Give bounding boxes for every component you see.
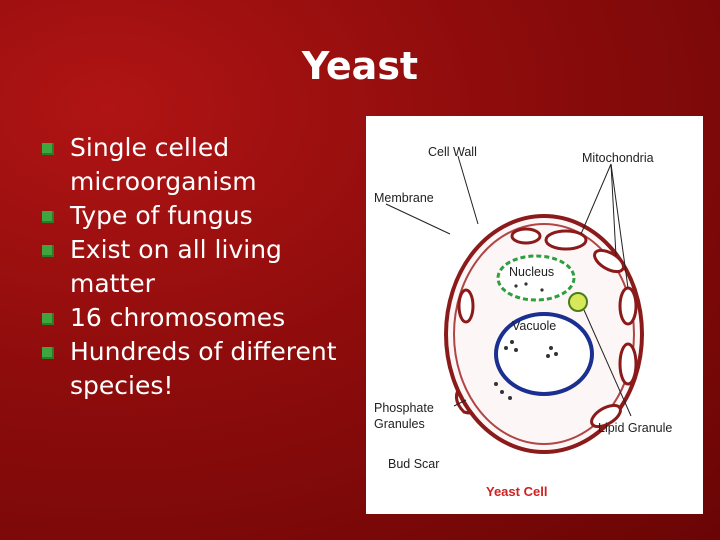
mitochondrion-shape xyxy=(618,286,638,326)
slide-title: Yeast xyxy=(301,44,419,88)
yeast-cell-illustration: Cell Wall Mitochondria Membrane Nucleus … xyxy=(374,145,672,499)
phosphate-granules-group xyxy=(494,282,558,400)
label-vacuole: Vacuole xyxy=(512,319,556,333)
label-cell-wall: Cell Wall xyxy=(428,145,477,159)
yeast-cell-diagram: Cell Wall Mitochondria Membrane Nucleus … xyxy=(366,116,703,514)
square-bullet-icon xyxy=(42,143,54,155)
diagram-caption: Yeast Cell xyxy=(486,484,547,499)
label-bud-scar: Bud Scar xyxy=(388,457,439,471)
mitochondrion-shape xyxy=(510,227,542,245)
bullet-list: Single celled microorganism Type of fung… xyxy=(42,131,362,403)
membrane-shape xyxy=(453,223,635,445)
mitochondrion-shape xyxy=(590,403,622,429)
mitochondria-group xyxy=(457,227,638,429)
bullet-item: Single celled microorganism xyxy=(42,131,362,199)
mitochondrion-shape xyxy=(618,342,638,386)
square-bullet-icon xyxy=(42,347,54,359)
nucleus-shape xyxy=(496,254,576,302)
square-bullet-icon xyxy=(42,313,54,325)
square-bullet-icon xyxy=(42,211,54,223)
label-phosphate-line1: Phosphate xyxy=(374,401,434,415)
bullet-item: 16 chromosomes xyxy=(42,301,362,335)
bullet-item: Hundreds of different species! xyxy=(42,335,362,403)
label-membrane: Membrane xyxy=(374,191,434,205)
bullet-item: Type of fungus xyxy=(42,199,362,233)
lipid-granule-shape xyxy=(568,292,588,312)
label-nucleus: Nucleus xyxy=(509,265,554,279)
label-lipid-granule: Lipid Granule xyxy=(598,421,672,435)
label-mitochondria: Mitochondria xyxy=(582,151,654,165)
label-phosphate-line2: Granules xyxy=(374,417,425,431)
square-bullet-icon xyxy=(42,245,54,257)
vacuole-shape xyxy=(494,312,594,396)
pointer-lines xyxy=(385,155,632,417)
mitochondrion-shape xyxy=(593,248,625,274)
mitochondrion-shape xyxy=(457,288,475,324)
mitochondrion-shape xyxy=(544,229,588,251)
bullet-item: Exist on all living matter xyxy=(42,233,362,301)
